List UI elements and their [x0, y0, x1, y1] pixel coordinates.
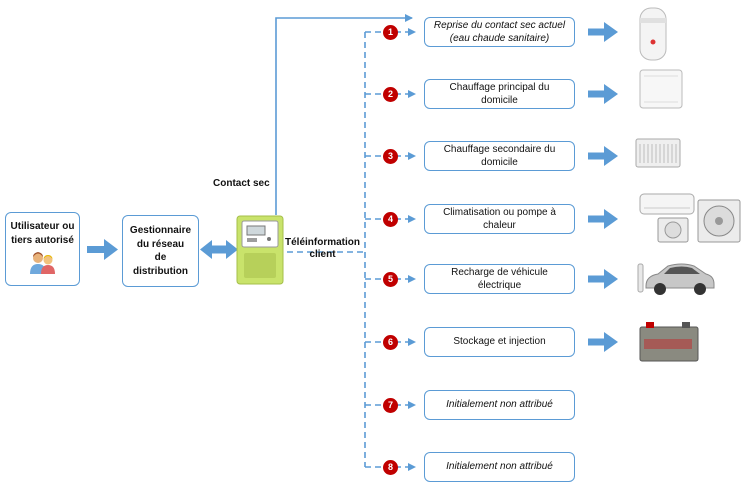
output-label-line2: électrique	[477, 280, 522, 291]
output-box: Recharge de véhicule électrique	[424, 264, 575, 294]
output-label-line2: domicile	[481, 157, 518, 168]
output-box: Reprise du contact sec actuel (eau chaude…	[424, 17, 575, 47]
device-arrow	[588, 332, 618, 352]
teleinfo-label-line1: Téléinformation	[285, 237, 361, 248]
output-label-line2: domicile	[481, 95, 518, 106]
user-label-line2: tiers autorisé	[11, 234, 74, 246]
output-label-line1: Climatisation ou pompe à	[443, 206, 556, 218]
electric-car-icon	[637, 263, 715, 295]
output-label-line2: (eau chaude sanitaire)	[449, 33, 550, 44]
manager-label-line1: Gestionnaire	[129, 225, 192, 236]
output-number-badge: 2	[383, 86, 398, 102]
output-label-line1: Reprise du contact sec actuel	[433, 19, 566, 31]
air-conditioner-icon	[639, 193, 741, 243]
output-box: Initialement non attribué	[424, 390, 575, 420]
device-arrow	[588, 269, 618, 289]
convector-heater-icon	[635, 138, 681, 168]
output-number-badge: 6	[383, 334, 398, 350]
output-label-line1: Chauffage principal du	[449, 81, 550, 93]
battery-icon	[639, 322, 699, 362]
device-arrow	[588, 209, 618, 229]
linky-meter-icon	[236, 215, 284, 285]
output-label-line1: Initialement non attribué	[446, 399, 553, 411]
output-number-badge: 1	[383, 24, 398, 40]
output-number-badge: 4	[383, 211, 398, 227]
device-arrow	[588, 84, 618, 104]
output-box: Stockage et injection	[424, 327, 575, 357]
output-number-badge: 8	[383, 459, 398, 475]
main-heater-icon	[639, 69, 683, 109]
dry-contact-line	[275, 14, 413, 215]
teleinfo-label: Téléinformation client	[285, 237, 360, 260]
output-label-line1: Recharge de véhicule	[451, 266, 548, 278]
manager-label-line3: de distribution	[133, 252, 188, 277]
output-number-badge: 3	[383, 148, 398, 164]
manager-label-line2: du réseau	[136, 238, 185, 250]
user-label-line1: Utilisateur ou	[10, 221, 75, 232]
output-label-line2: chaleur	[483, 220, 516, 231]
grid-manager-box: Gestionnaire du réseau de distribution	[122, 215, 199, 287]
user-box: Utilisateur ou tiers autorisé	[5, 212, 80, 286]
device-arrow	[588, 22, 618, 42]
users-icon	[29, 252, 55, 274]
output-label-line1: Stockage et injection	[453, 336, 546, 348]
dry-contact-label: Contact sec	[213, 178, 270, 189]
user-to-manager-arrow	[87, 239, 118, 260]
device-arrow	[588, 146, 618, 166]
manager-meter-double-arrow	[200, 240, 238, 259]
output-box: Climatisation ou pompe à chaleur	[424, 204, 575, 234]
output-label-line1: Chauffage secondaire du	[443, 143, 556, 155]
water-heater-icon	[639, 7, 667, 61]
output-box: Initialement non attribué	[424, 452, 575, 482]
output-box: Chauffage secondaire du domicile	[424, 141, 575, 171]
output-box: Chauffage principal du domicile	[424, 79, 575, 109]
output-number-badge: 5	[383, 271, 398, 287]
output-number-badge: 7	[383, 397, 398, 413]
teleinfo-label-line2: client	[309, 248, 336, 260]
output-label-line1: Initialement non attribué	[446, 461, 553, 473]
